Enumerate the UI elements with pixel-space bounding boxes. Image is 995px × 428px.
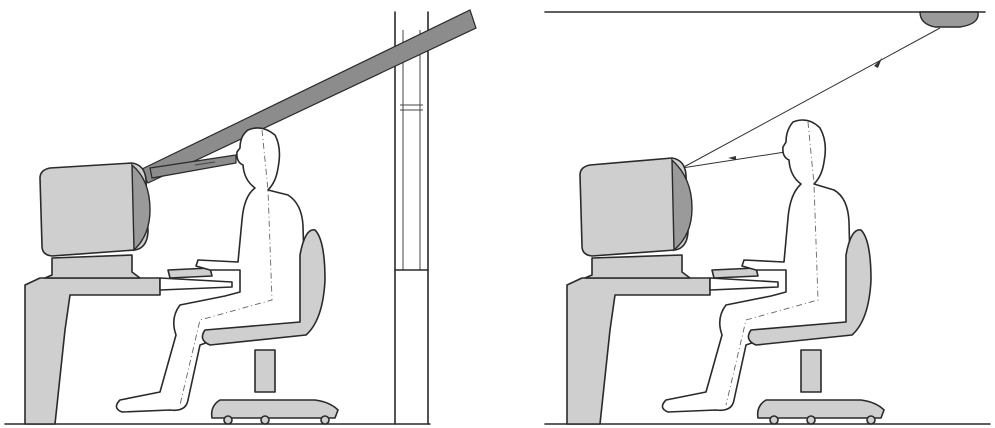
ceiling-lamp — [919, 11, 979, 28]
keyboard — [711, 267, 759, 279]
monitor — [39, 162, 151, 279]
panel-ceiling-glare — [544, 11, 991, 425]
ray-arrow — [728, 156, 736, 160]
monitor — [579, 157, 693, 279]
glare-rays — [681, 27, 941, 169]
desk — [566, 277, 779, 425]
glare-beam — [139, 9, 477, 184]
office-chair — [201, 229, 339, 425]
desk — [24, 277, 233, 425]
keyboard — [167, 267, 213, 279]
window-wall — [394, 11, 429, 425]
panel-window-glare — [4, 9, 477, 425]
seated-person — [661, 119, 855, 413]
office-chair — [747, 229, 885, 425]
ray-arrow — [874, 58, 882, 68]
seated-person — [115, 127, 309, 413]
